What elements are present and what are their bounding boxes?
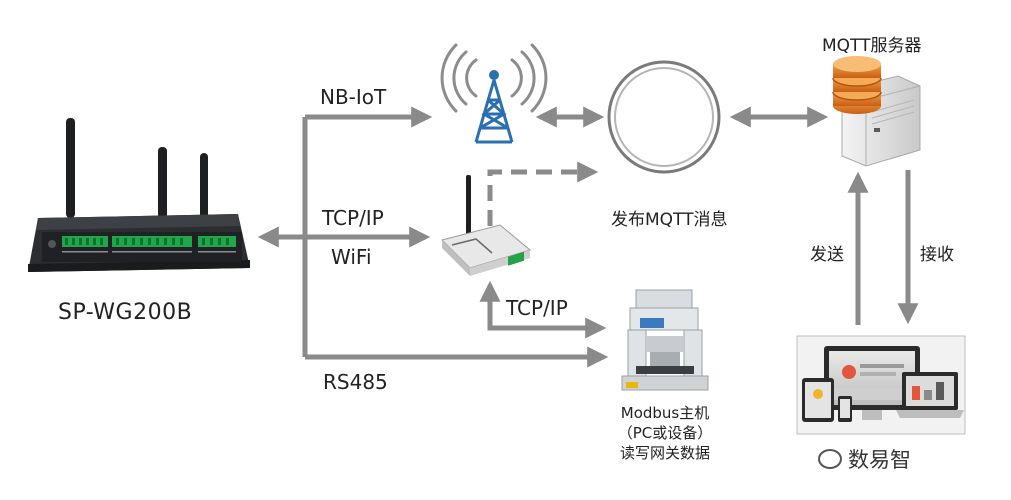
watermark: 数易智: [818, 444, 911, 474]
rs485-label: RS485: [323, 370, 388, 394]
wechat-icon: [818, 449, 842, 469]
database-stack-icon: [832, 56, 882, 114]
modbus-host-machine-icon: [621, 289, 709, 391]
receive-label: 接收: [920, 245, 954, 265]
send-label: 发送: [810, 245, 844, 265]
tcpip-router-label: TCP/IP: [506, 296, 568, 320]
nbiot-label: NB-IoT: [320, 85, 387, 109]
modbus-host-label: Modbus主机 （PC或设备） 读写网关数据: [600, 403, 730, 463]
watermark-text: 数易智: [848, 448, 911, 472]
modbus-host-line-3: 读写网关数据: [619, 444, 710, 462]
wifi-router-icon: [441, 175, 532, 276]
cell-tower-icon: [440, 43, 548, 144]
antenna-left-icon: [66, 118, 75, 218]
tcpip-left-label: TCP/IP: [322, 206, 384, 230]
connector-lines: [257, 106, 919, 368]
wifi-label: WiFi: [331, 245, 372, 269]
client-devices-icon: [796, 335, 966, 435]
arrow-router-mqtt-dashed: [487, 161, 599, 226]
terminal-block-3: [198, 236, 236, 247]
mqtt-server-label: MQTT服务器: [822, 36, 922, 56]
publish-mqtt-label: 发布MQTT消息: [611, 210, 728, 230]
modbus-host-line-1: Modbus主机: [620, 404, 710, 422]
power-jack-icon: [48, 240, 56, 248]
antenna-middle-icon: [158, 147, 167, 219]
terminal-block-2: [112, 236, 192, 247]
device-name-label: SP-WG200B: [58, 300, 193, 325]
gateway-device: [28, 118, 250, 272]
terminal-block-1: [62, 236, 108, 247]
mqtt-server-icon: [832, 56, 921, 167]
antenna-right-icon: [200, 153, 208, 219]
arrow-router-modbus: [479, 280, 607, 339]
mqtt-broker-circle: [607, 60, 721, 174]
router-antenna-icon: [466, 175, 471, 237]
modbus-host-line-2: （PC或设备）: [617, 424, 713, 442]
